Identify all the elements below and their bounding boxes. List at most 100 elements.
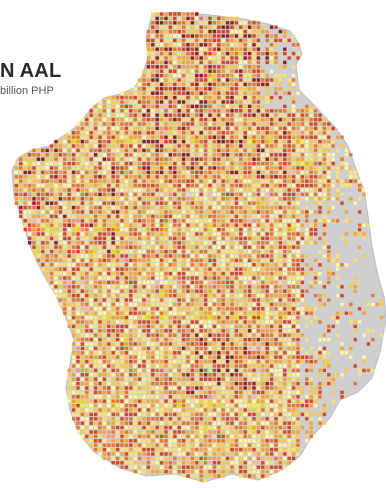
- aal-cell: [93, 254, 98, 258]
- aal-cell: [199, 311, 203, 315]
- aal-cell: [217, 271, 221, 276]
- aal-cell: [186, 21, 190, 25]
- aal-cell: [221, 267, 225, 271]
- aal-cell: [133, 377, 137, 381]
- aal-cell: [63, 236, 67, 241]
- aal-cell: [261, 104, 265, 109]
- aal-cell: [190, 263, 195, 267]
- aal-cell: [203, 148, 208, 153]
- aal-cell: [142, 135, 146, 139]
- aal-cell: [318, 148, 322, 153]
- aal-cell: [85, 166, 89, 170]
- aal-cell: [129, 254, 133, 258]
- aal-cell: [252, 342, 256, 346]
- aal-cell: [318, 113, 322, 117]
- aal-cell: [318, 117, 322, 122]
- aal-cell: [234, 329, 239, 333]
- aal-cell: [137, 78, 142, 82]
- aal-cell: [85, 188, 89, 192]
- aal-cell: [146, 131, 151, 135]
- aal-cell: [137, 302, 142, 307]
- aal-cell: [85, 337, 89, 342]
- aal-cell: [225, 263, 230, 267]
- aal-cell: [287, 126, 291, 131]
- aal-cell: [146, 263, 151, 267]
- aal-cell: [115, 161, 120, 166]
- aal-cell: [63, 201, 67, 205]
- aal-cell: [98, 139, 102, 144]
- aal-cell: [199, 192, 203, 197]
- aal-cell: [195, 359, 199, 364]
- aal-cell: [252, 390, 256, 395]
- aal-cell: [274, 333, 278, 337]
- aal-cell: [327, 351, 331, 355]
- aal-cell: [129, 355, 133, 359]
- aal-cell: [80, 122, 85, 126]
- aal-cell: [115, 201, 120, 205]
- aal-cell: [32, 245, 36, 249]
- aal-cell: [186, 183, 190, 188]
- aal-cell: [151, 21, 155, 25]
- aal-cell: [67, 293, 71, 298]
- aal-cell: [32, 227, 36, 232]
- aal-cell: [155, 219, 159, 223]
- aal-cell: [309, 241, 313, 245]
- aal-cell: [111, 311, 115, 315]
- aal-cell: [89, 307, 93, 311]
- aal-cell: [239, 324, 243, 329]
- aal-cell: [265, 390, 269, 395]
- aal-cell: [164, 403, 168, 408]
- aal-cell: [76, 153, 80, 157]
- aal-cell: [234, 337, 239, 342]
- aal-cell: [269, 346, 274, 351]
- aal-cell: [173, 21, 177, 25]
- aal-cell: [186, 351, 190, 355]
- aal-cell: [155, 267, 159, 271]
- aal-cell: [296, 381, 300, 386]
- aal-cell: [89, 285, 93, 289]
- aal-cell: [85, 311, 89, 315]
- aal-cell: [212, 329, 217, 333]
- aal-cell: [274, 87, 278, 91]
- aal-cell: [186, 276, 190, 280]
- aal-cell: [142, 315, 146, 320]
- aal-cell: [129, 329, 133, 333]
- aal-cell: [98, 403, 102, 408]
- aal-cell: [120, 285, 124, 289]
- aal-cell: [265, 144, 269, 148]
- aal-cell: [177, 25, 181, 29]
- aal-cell: [278, 126, 283, 131]
- aal-cell: [252, 293, 256, 298]
- aal-cell: [239, 139, 243, 144]
- aal-cell: [137, 329, 142, 333]
- aal-cell: [98, 170, 102, 175]
- aal-cell: [340, 183, 344, 188]
- aal-cell: [71, 249, 76, 254]
- aal-cell: [239, 56, 243, 60]
- aal-cell: [115, 210, 120, 214]
- aal-cell: [221, 254, 225, 258]
- aal-cell: [124, 117, 129, 122]
- aal-cell: [265, 324, 269, 329]
- aal-cell: [296, 337, 300, 342]
- aal-cell: [71, 210, 76, 214]
- aal-cell: [221, 359, 225, 364]
- aal-cell: [80, 368, 85, 373]
- aal-cell: [54, 219, 58, 223]
- aal-cell: [181, 241, 186, 245]
- aal-cell: [133, 223, 137, 227]
- aal-cell: [115, 236, 120, 241]
- aal-cell: [186, 197, 190, 201]
- aal-cell: [256, 399, 261, 403]
- aal-cell: [217, 166, 221, 170]
- aal-cell: [181, 201, 186, 205]
- aal-cell: [120, 298, 124, 302]
- aal-cell: [300, 161, 305, 166]
- aal-cell: [243, 56, 247, 60]
- aal-cell: [247, 205, 252, 210]
- aal-cell: [177, 298, 181, 302]
- aal-cell: [124, 153, 129, 157]
- aal-cell: [217, 117, 221, 122]
- aal-cell: [247, 82, 252, 87]
- aal-cell: [300, 126, 305, 131]
